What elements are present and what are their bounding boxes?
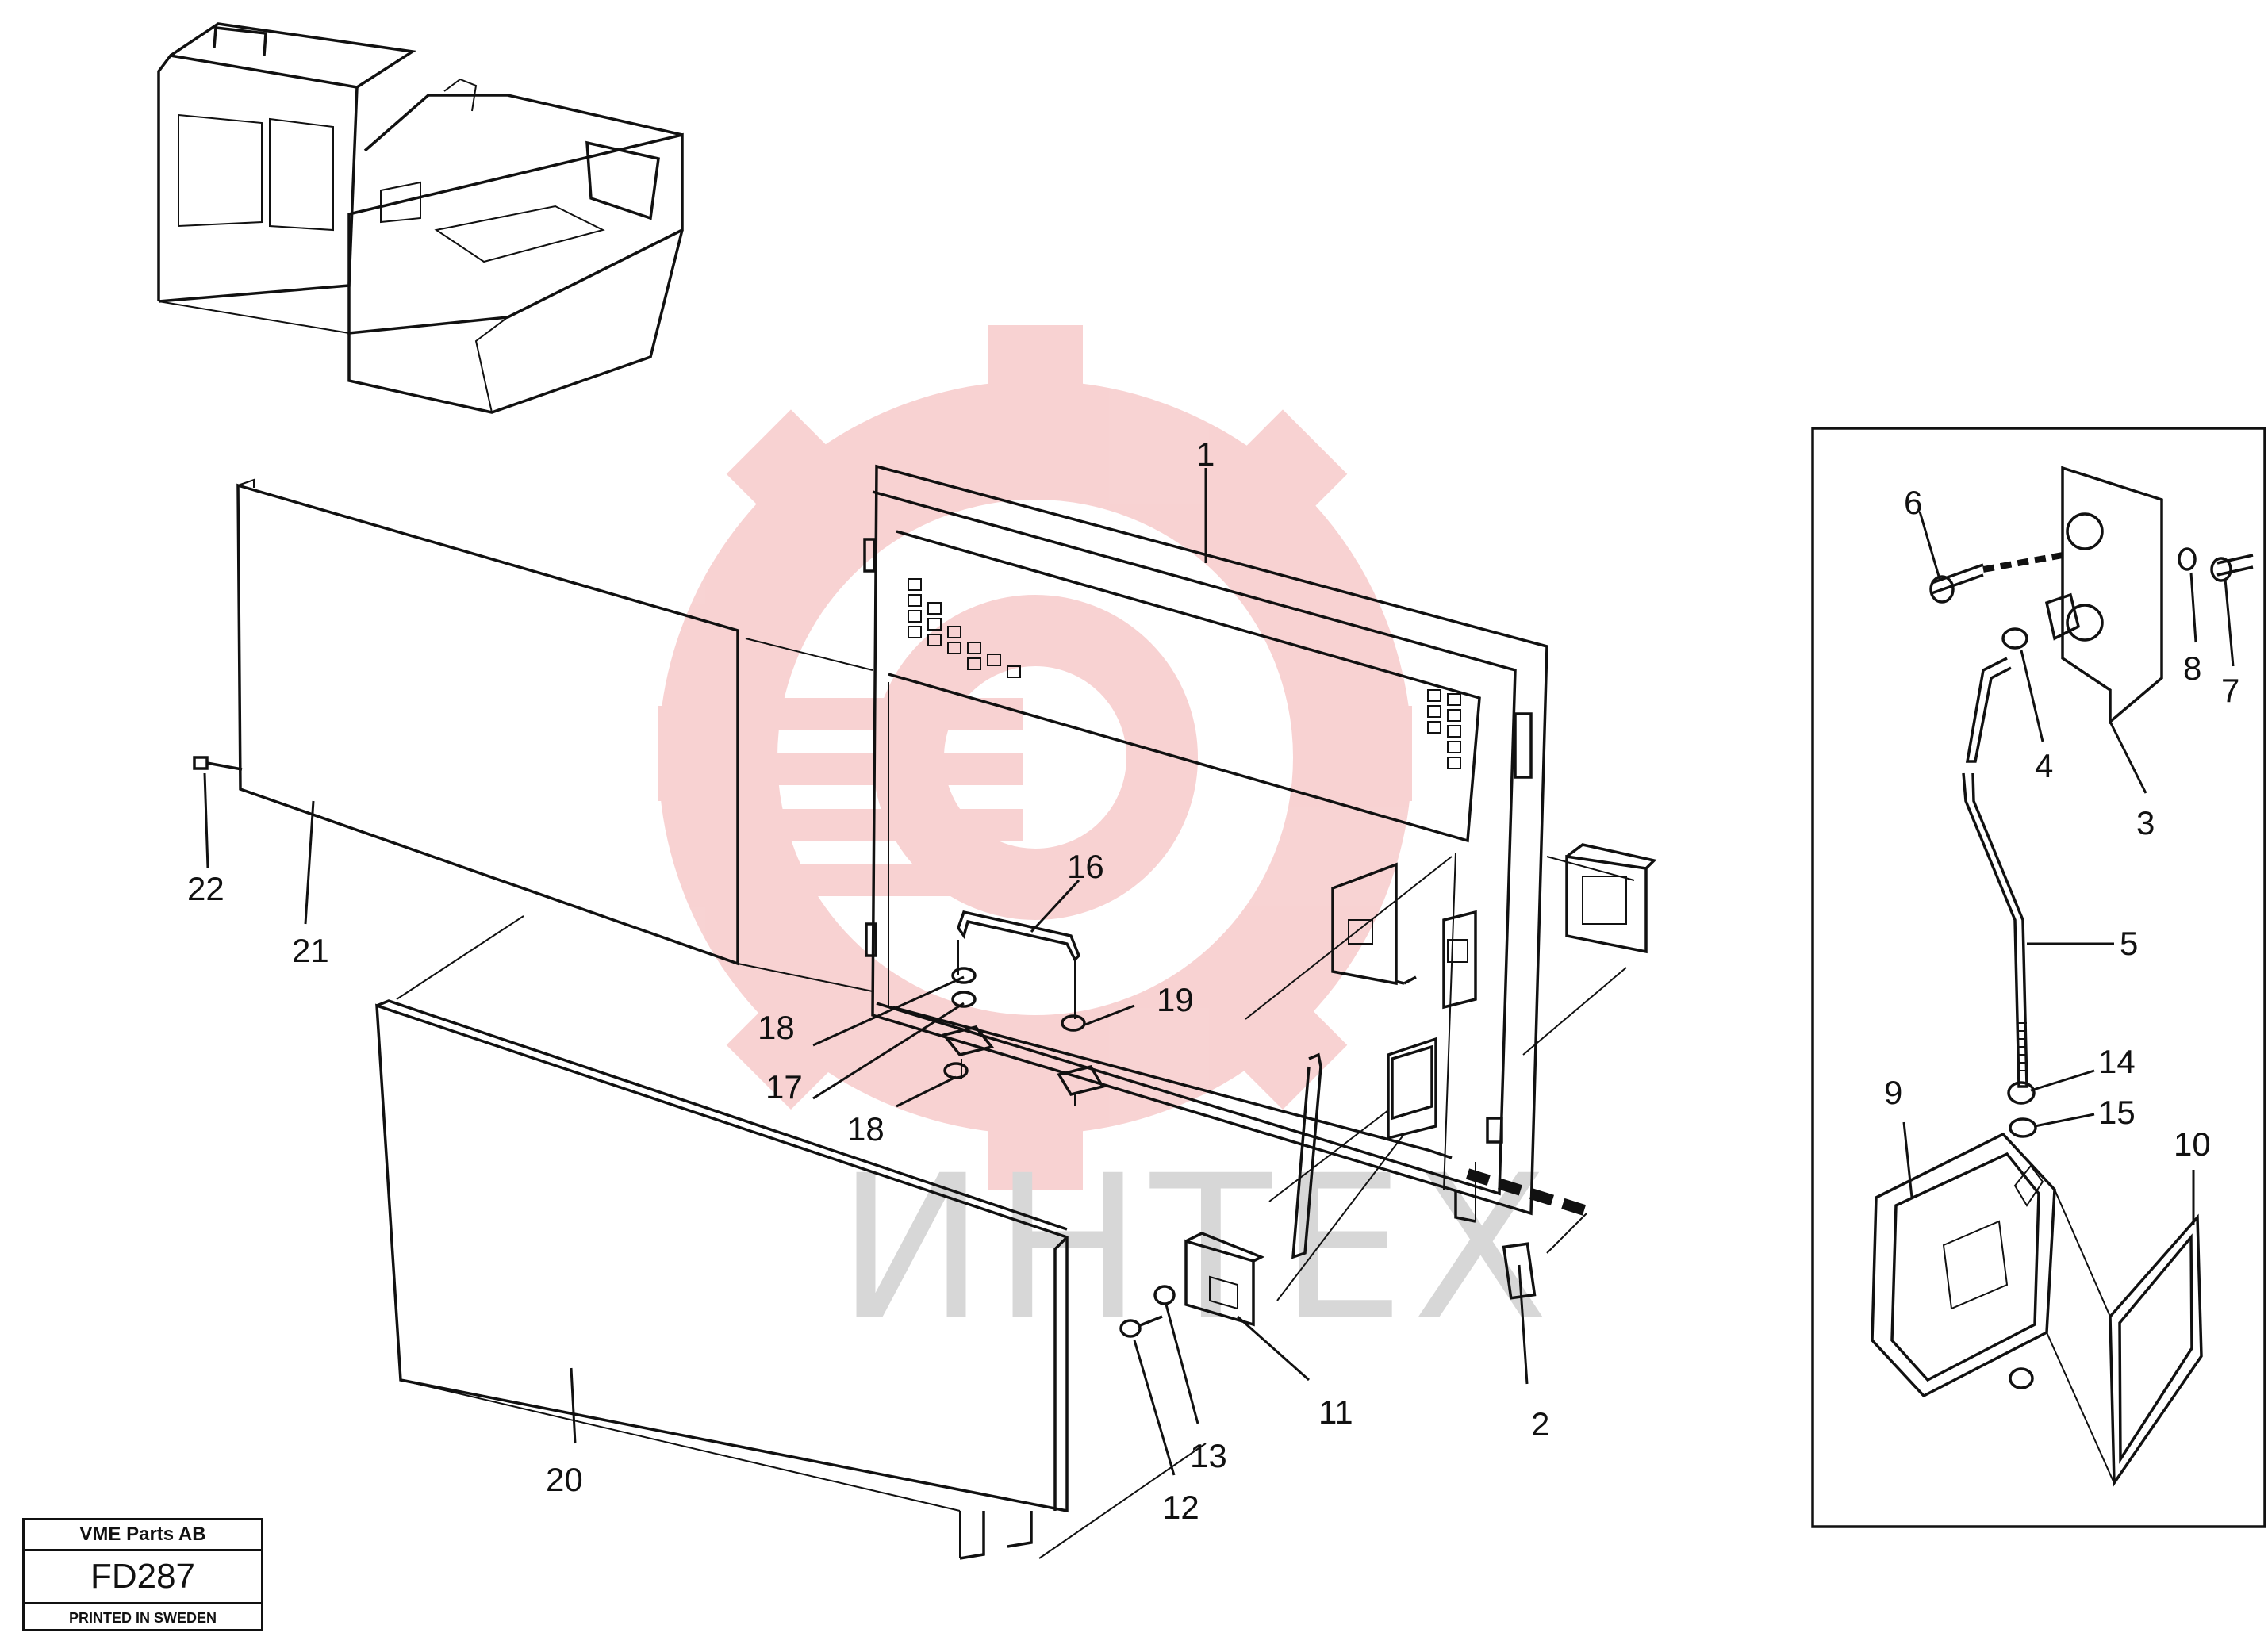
part-14-nut bbox=[2007, 1081, 2036, 1105]
part-2-catch-block bbox=[1465, 1168, 1597, 1300]
drawing-number: FD287 bbox=[25, 1551, 261, 1604]
latch-cover bbox=[1565, 843, 1657, 954]
label-21: 21 bbox=[292, 932, 329, 969]
label-16: 16 bbox=[1067, 848, 1104, 885]
vent-grille-left bbox=[908, 578, 1021, 678]
part-20-insulation-block bbox=[375, 915, 1207, 1560]
part-8-washer bbox=[2178, 547, 2197, 571]
part-3-latch-plate bbox=[2061, 466, 2163, 725]
part-4-nut bbox=[2001, 627, 2028, 650]
part-number-labels: 1 2 3 4 5 6 7 8 9 10 11 12 13 14 15 16 1… bbox=[187, 435, 2239, 1526]
label-6: 6 bbox=[1904, 484, 1922, 521]
part-12-screw bbox=[1119, 1315, 1163, 1338]
label-1: 1 bbox=[1196, 435, 1215, 473]
leader-lines bbox=[203, 468, 2235, 1476]
part-9-lock-housing bbox=[1871, 1132, 2056, 1398]
label-9: 9 bbox=[1884, 1074, 1902, 1111]
lock-detail-box bbox=[1811, 427, 2266, 1528]
label-20: 20 bbox=[546, 1461, 583, 1498]
part-11-lock-bracket bbox=[1184, 1052, 1322, 1327]
part-10-gasket bbox=[2046, 1189, 2203, 1488]
label-17: 17 bbox=[766, 1068, 803, 1106]
part-16-handle bbox=[941, 910, 1105, 1106]
label-11: 11 bbox=[1318, 1393, 1353, 1431]
label-4: 4 bbox=[2035, 747, 2053, 784]
label-18-upper: 18 bbox=[758, 1009, 795, 1046]
part-1-door-frame bbox=[863, 464, 1635, 1301]
label-12: 12 bbox=[1162, 1489, 1199, 1526]
part-15-washer bbox=[2009, 1117, 2037, 1138]
company-name: VME Parts AB bbox=[25, 1520, 261, 1551]
part-22-screw bbox=[193, 756, 243, 771]
label-14: 14 bbox=[2098, 1043, 2136, 1080]
part-5-rod bbox=[1962, 657, 2028, 1088]
small-screw bbox=[1394, 975, 1417, 985]
watermark-text: ИНТЕХ bbox=[837, 1133, 1556, 1363]
label-2: 2 bbox=[1531, 1405, 1549, 1443]
label-5: 5 bbox=[2120, 925, 2138, 962]
title-block: VME Parts AB FD287 PRINTED IN SWEDEN bbox=[22, 1518, 263, 1631]
label-7: 7 bbox=[2221, 672, 2239, 709]
label-8: 8 bbox=[2183, 650, 2201, 687]
vent-grille-right bbox=[1427, 689, 1461, 769]
part-13-washer bbox=[1153, 1285, 1176, 1305]
label-15: 15 bbox=[2098, 1094, 2136, 1131]
label-13: 13 bbox=[1190, 1437, 1227, 1474]
label-10: 10 bbox=[2174, 1125, 2211, 1163]
printed-notice: PRINTED IN SWEDEN bbox=[68, 1610, 217, 1626]
lower-nut bbox=[2009, 1367, 2034, 1389]
excavator-overview-thumbnail bbox=[157, 22, 684, 414]
part-6-bolt bbox=[1929, 552, 2063, 604]
part-21-upper-panel bbox=[236, 478, 873, 992]
label-3: 3 bbox=[2136, 804, 2155, 841]
label-19: 19 bbox=[1157, 981, 1194, 1018]
part-7-bolt bbox=[2210, 554, 2254, 582]
watermark-gear-logo bbox=[658, 325, 1412, 1190]
label-18-lower: 18 bbox=[847, 1110, 885, 1148]
label-22: 22 bbox=[187, 870, 224, 907]
